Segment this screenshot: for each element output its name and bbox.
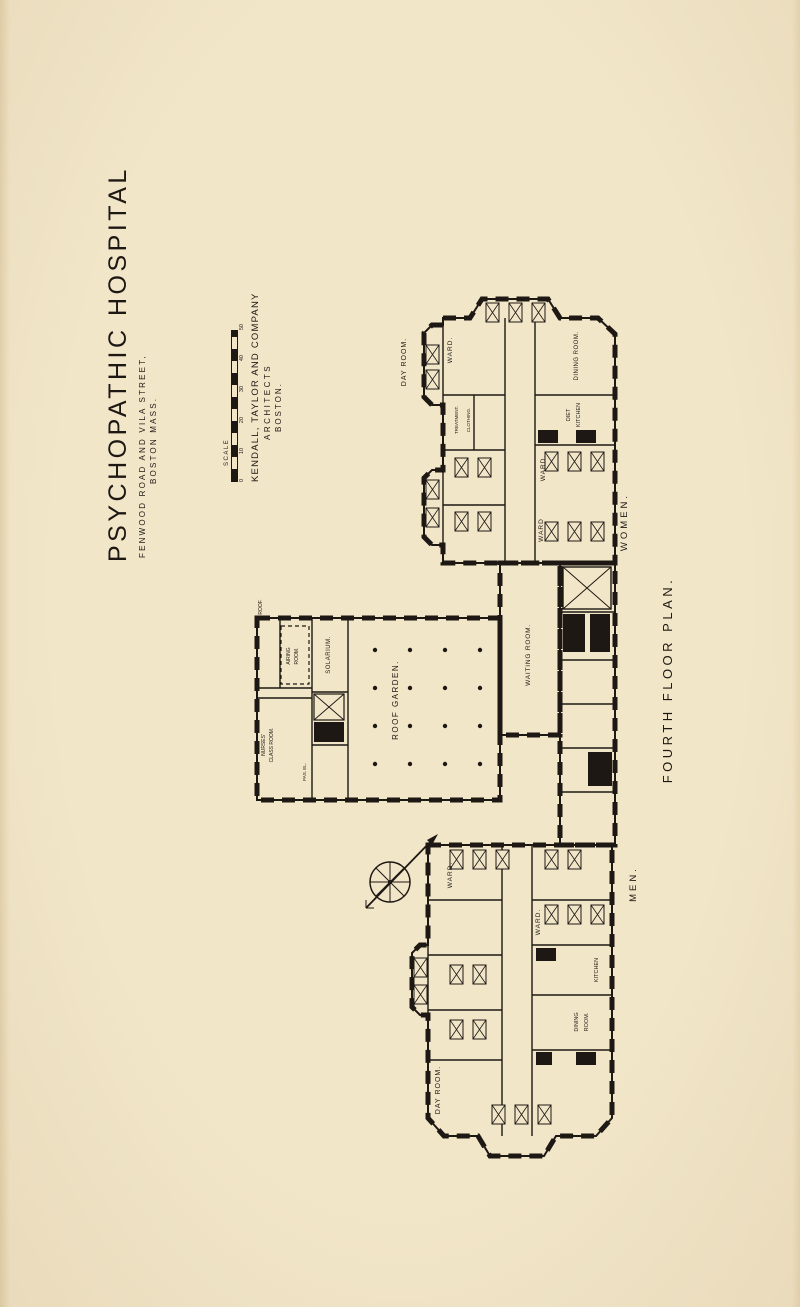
label-solarium: SOLARIUM.: [326, 636, 332, 674]
stair-symbol: [313, 693, 345, 721]
service-cores: [314, 430, 612, 1065]
label-nurses-class-room: NURSES': [261, 734, 267, 756]
roof-garden-columns: [372, 647, 483, 767]
label-treatment: TREATMENT.: [454, 406, 459, 434]
label-airing-room: AIRING: [286, 647, 292, 664]
label-ward: WARD.: [447, 337, 454, 363]
label-ward: WARD.: [535, 909, 542, 935]
side-labels: WOMEN. MEN. FOURTH FLOOR PLAN.: [619, 493, 675, 902]
room-labels: DAY ROOM. WARD. TREATMENT. CLOTHING. DIN…: [258, 332, 600, 1115]
label-women-wing: WOMEN.: [619, 493, 630, 551]
plate-caption: FOURTH FLOOR PLAN.: [660, 577, 675, 784]
label-passenger-elevator: PAS. EL.: [302, 763, 307, 781]
label-diet-kitchen: DIET: [566, 408, 572, 421]
label-men-wing: MEN.: [628, 866, 639, 902]
label-nurses-class-room: CLASS ROOM.: [269, 728, 275, 763]
label-ward: WARD.: [447, 862, 454, 888]
label-dining-room-men: DINING: [574, 1012, 580, 1031]
label-ward: WARD: [538, 518, 545, 542]
compass-rose: [365, 834, 438, 909]
label-kitchen-men: KITCHEN: [594, 958, 600, 982]
label-day-room-women: DAY ROOM.: [401, 338, 408, 386]
label-clothing: CLOTHING.: [466, 408, 471, 433]
exterior-walls: [254, 296, 618, 1159]
airing-room-outline: [280, 625, 310, 685]
label-day-room-men: DAY ROOM.: [435, 1066, 442, 1114]
interior-partitions: [257, 318, 615, 1136]
stair-symbol: [562, 566, 612, 610]
label-ward: WARD.: [540, 455, 547, 481]
label-diet-kitchen: KITCHEN: [576, 403, 582, 427]
label-airing-room: ROOM.: [294, 648, 300, 665]
label-waiting-room: WAITING ROOM.: [525, 624, 532, 686]
label-dining-room-men: ROOM.: [584, 1012, 590, 1031]
label-roof: ROOF.: [258, 599, 264, 614]
label-roof-garden: ROOF GARDEN.: [391, 660, 400, 740]
label-dining-room-women: DINING ROOM.: [574, 332, 580, 381]
